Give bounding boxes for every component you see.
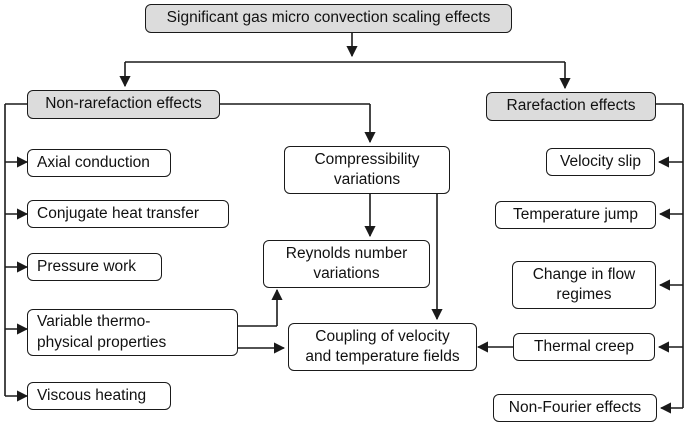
item-label: Axial conduction [37, 153, 150, 171]
rarefaction-item: Change in flow regimes [512, 261, 656, 309]
item-label: Conjugate heat transfer [37, 204, 199, 222]
rarefaction-item: Thermal creep [513, 333, 655, 361]
item-label: Velocity slip [560, 152, 641, 170]
rarefaction-item: Velocity slip [546, 148, 655, 176]
rarefaction-heading: Rarefaction effects [506, 97, 636, 115]
item-label: Change in flow regimes [532, 265, 636, 303]
item-label: Temperature jump [513, 205, 638, 223]
compressibility-label: Compressibility variations [314, 150, 420, 188]
reynolds-box: Reynolds number variations [263, 240, 430, 288]
rarefaction-item: Non-Fourier effects [493, 394, 657, 422]
compressibility-box: Compressibility variations [284, 146, 450, 194]
non-rarefaction-heading-box: Non-rarefaction effects [27, 90, 220, 119]
rarefaction-heading-box: Rarefaction effects [486, 92, 656, 121]
non-rarefaction-item: Conjugate heat transfer [27, 200, 229, 228]
item-label: Viscous heating [37, 386, 147, 404]
item-label: Non-Fourier effects [508, 398, 642, 416]
non-rarefaction-item: Axial conduction [27, 149, 171, 177]
reynolds-label: Reynolds number variations [285, 244, 408, 282]
non-rarefaction-item: Variable thermo- physical properties [27, 309, 238, 356]
item-label: Pressure work [37, 257, 137, 275]
item-label: Thermal creep [534, 337, 634, 355]
coupling-label: Coupling of velocity and temperature fie… [305, 327, 460, 365]
non-rarefaction-item: Pressure work [27, 253, 162, 281]
root-label: Significant gas micro convection scaling… [166, 9, 491, 27]
coupling-box: Coupling of velocity and temperature fie… [288, 323, 477, 371]
root-box: Significant gas micro convection scaling… [145, 4, 512, 33]
non-rarefaction-heading: Non-rarefaction effects [45, 95, 202, 113]
rarefaction-item: Temperature jump [495, 201, 656, 229]
item-label: Variable thermo- physical properties [37, 313, 167, 351]
non-rarefaction-item: Viscous heating [27, 382, 171, 410]
